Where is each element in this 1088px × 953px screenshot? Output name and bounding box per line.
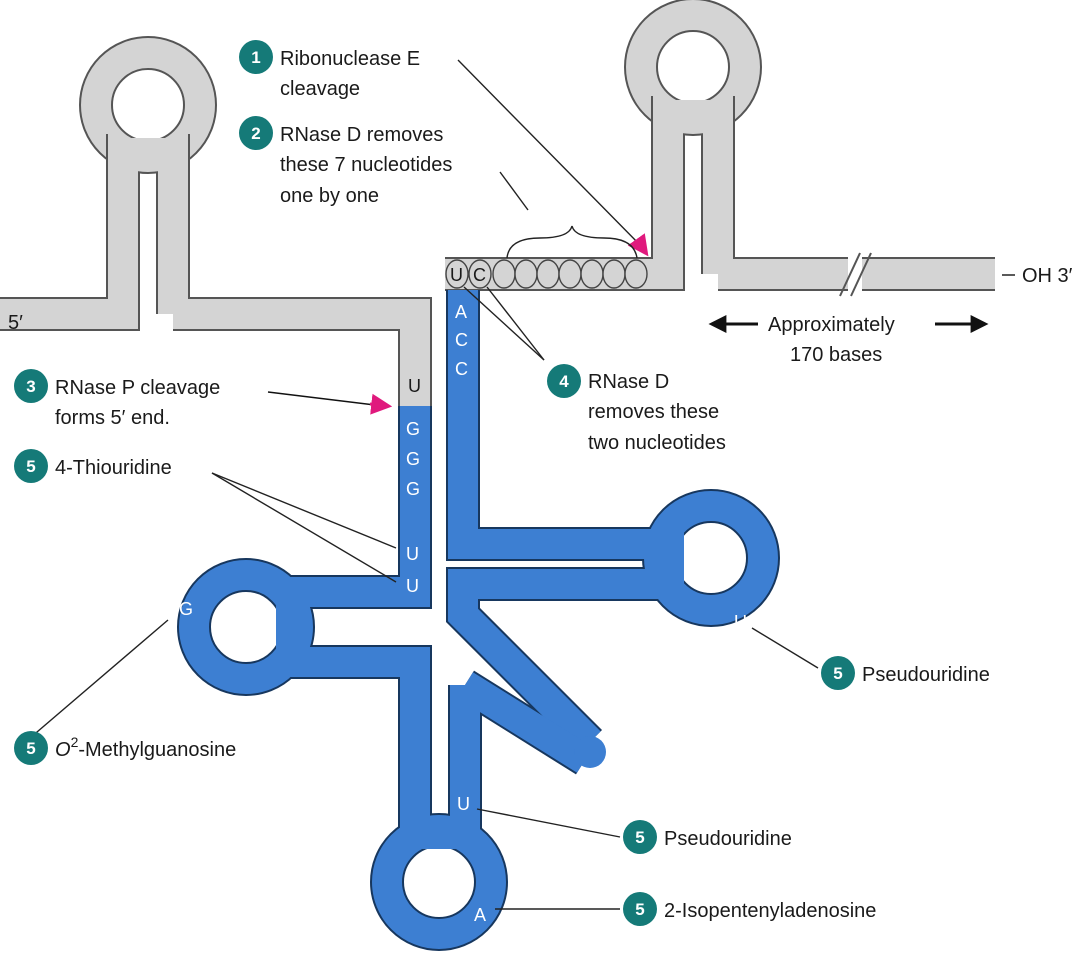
nucleotide-c-acceptor2: C bbox=[455, 359, 468, 379]
svg-text:5: 5 bbox=[26, 457, 35, 476]
svg-text:4: 4 bbox=[559, 372, 569, 391]
svg-text:forms 5′ end.: forms 5′ end. bbox=[55, 407, 170, 429]
nucleotide-c-acceptor1: C bbox=[455, 330, 468, 350]
nucleotide-u-removed: U bbox=[450, 265, 463, 285]
svg-text:one by one: one by one bbox=[280, 185, 379, 207]
step-3-label: 3 RNase P cleavage forms 5′ end. bbox=[14, 369, 220, 429]
nucleotide-g-dloop: G bbox=[179, 599, 193, 619]
svg-text:RNase D: RNase D bbox=[588, 371, 669, 393]
nucleotide-u-precursor: U bbox=[408, 376, 421, 396]
step-2-label: 2 RNase D removes these 7 nucleotides on… bbox=[239, 116, 452, 207]
leader-step-1 bbox=[458, 60, 641, 246]
nucleotide-u-anticodon-stem: U bbox=[457, 794, 470, 814]
svg-text:2: 2 bbox=[251, 124, 260, 143]
nucleotides-removed-by-rnase-d: U C bbox=[446, 260, 647, 288]
nucleotide-g3: G bbox=[406, 479, 420, 499]
svg-text:these 7 nucleotides: these 7 nucleotides bbox=[280, 154, 452, 176]
leader-step-4b bbox=[487, 287, 544, 360]
nucleotide-u-tloop: U bbox=[734, 612, 747, 632]
three-prime-end-label: OH 3′ bbox=[1022, 265, 1073, 287]
svg-text:1: 1 bbox=[251, 48, 260, 67]
modification-pseudouridine-anticodon: 5 Pseudouridine bbox=[623, 820, 792, 854]
svg-text:3: 3 bbox=[26, 377, 35, 396]
five-prime-end-label: 5′ bbox=[8, 312, 23, 334]
leader-step-3 bbox=[268, 392, 383, 406]
leader-thiouridine-1 bbox=[212, 473, 396, 548]
step-1-label: 1 Ribonuclease E cleavage bbox=[239, 40, 420, 100]
leader-pseudouridine-ac bbox=[477, 809, 620, 837]
svg-text:5: 5 bbox=[635, 900, 644, 919]
svg-text:2-Isopentenyladenosine: 2-Isopentenyladenosine bbox=[664, 900, 876, 922]
nucleotide-a-acceptor: A bbox=[455, 302, 467, 322]
nucleotide-u-thio2: U bbox=[406, 576, 419, 596]
svg-text:removes these: removes these bbox=[588, 401, 719, 423]
nucleotide-a-anticodon-loop: A bbox=[474, 905, 486, 925]
leader-methylguanosine bbox=[30, 620, 168, 738]
nucleotide-g2: G bbox=[406, 449, 420, 469]
nucleotide-g1: G bbox=[406, 419, 420, 439]
svg-text:two nucleotides: two nucleotides bbox=[588, 432, 726, 454]
svg-text:O2-Methylguanosine: O2-Methylguanosine bbox=[55, 734, 236, 761]
modification-isopentenyladenosine: 5 2-Isopentenyladenosine bbox=[623, 892, 876, 926]
nucleotide-c-removed: C bbox=[473, 265, 486, 285]
leader-pseudouridine-t bbox=[752, 628, 818, 668]
length-annotation: Approximately 170 bases bbox=[712, 314, 985, 366]
svg-text:Ribonuclease E: Ribonuclease E bbox=[280, 48, 420, 70]
step-4-label: 4 RNase D removes these two nucleotides bbox=[547, 364, 726, 454]
seven-nucleotide-brace bbox=[507, 226, 637, 258]
modification-methylguanosine: 5 O2-Methylguanosine bbox=[14, 731, 236, 765]
svg-text:Pseudouridine: Pseudouridine bbox=[664, 828, 792, 850]
svg-text:4-Thiouridine: 4-Thiouridine bbox=[55, 457, 172, 479]
length-line1: Approximately bbox=[768, 314, 895, 336]
modification-thiouridine: 5 4-Thiouridine bbox=[14, 449, 172, 483]
svg-text:5: 5 bbox=[635, 828, 644, 847]
svg-text:5: 5 bbox=[833, 664, 842, 683]
svg-text:RNase D removes: RNase D removes bbox=[280, 124, 443, 146]
modification-pseudouridine-t-loop: 5 Pseudouridine bbox=[821, 656, 990, 690]
svg-text:Pseudouridine: Pseudouridine bbox=[862, 664, 990, 686]
length-line2: 170 bases bbox=[790, 344, 882, 366]
svg-text:RNase P cleavage: RNase P cleavage bbox=[55, 377, 220, 399]
nucleotide-u-thio1: U bbox=[406, 544, 419, 564]
svg-text:cleavage: cleavage bbox=[280, 78, 360, 100]
svg-text:5: 5 bbox=[26, 739, 35, 758]
leader-step-2 bbox=[500, 172, 528, 210]
